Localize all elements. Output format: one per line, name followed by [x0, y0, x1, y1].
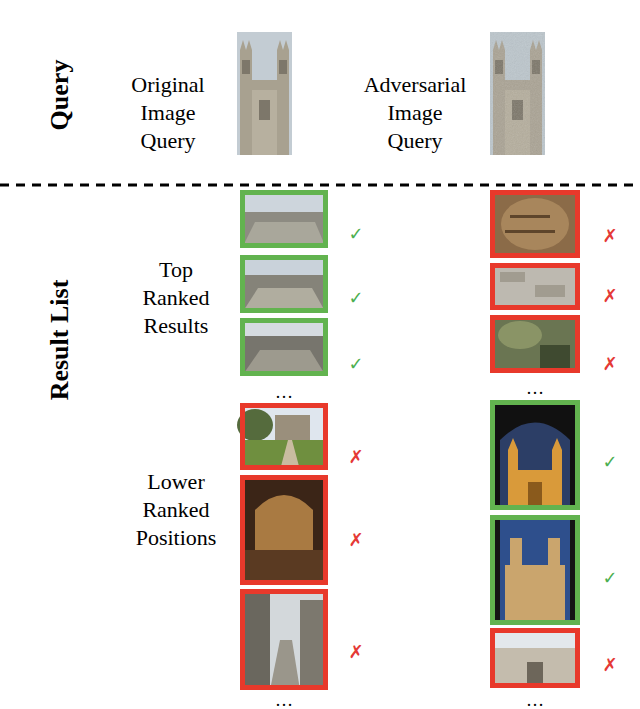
- result-photo: [237, 403, 328, 470]
- check-mark: ✓: [348, 289, 363, 307]
- building-window: [279, 60, 287, 74]
- result-photo: [490, 628, 580, 688]
- result-photo: [240, 475, 328, 585]
- photo-tower: [548, 538, 560, 568]
- query-photo: [237, 32, 292, 155]
- result-photo: [240, 318, 328, 376]
- cross-mark: ✗: [348, 643, 363, 661]
- check-mark: ✓: [602, 569, 617, 587]
- rank-caption: Lower Ranked Positions: [136, 468, 217, 552]
- photo-interior: [240, 475, 328, 585]
- result-photo: [490, 315, 580, 373]
- query-caption: Adversarial Image Query: [364, 71, 467, 155]
- irrelevant-border: [243, 478, 326, 583]
- photo-sky: [240, 255, 328, 313]
- photo-stone-texture: [501, 198, 569, 250]
- result-photo: [490, 190, 580, 258]
- result-photo: [490, 263, 580, 310]
- building-shape: [240, 40, 289, 155]
- relevant-border: [493, 403, 578, 508]
- building-facade: [252, 90, 277, 155]
- dashed-separator: [0, 184, 640, 187]
- photo-stone-line: [505, 230, 555, 233]
- photo-sky: [500, 423, 570, 511]
- photo-sky: [490, 515, 580, 625]
- rank-caption: Top Ranked Results: [142, 256, 209, 340]
- cross-mark: ✗: [602, 656, 617, 674]
- relevant-border: [493, 518, 578, 623]
- ellipsis: …: [275, 691, 293, 709]
- photo-sky: [490, 32, 545, 155]
- check-mark: ✓: [348, 225, 363, 243]
- photo-frame: [490, 400, 580, 510]
- cross-mark: ✗: [602, 227, 617, 245]
- adversarial-noise: [490, 32, 545, 155]
- photo-street: [270, 640, 300, 690]
- section-heading: Result List: [46, 280, 75, 401]
- ellipsis: …: [526, 691, 544, 709]
- result-photo: [240, 589, 328, 690]
- photo-buildings: [240, 336, 328, 376]
- irrelevant-border: [493, 266, 578, 308]
- section-heading: Query: [46, 60, 75, 131]
- cross-mark: ✗: [602, 355, 617, 373]
- result-photo: [240, 190, 328, 248]
- photo-sky: [240, 318, 328, 376]
- cross-mark: ✗: [348, 531, 363, 549]
- photo-buildings: [240, 212, 328, 248]
- cross-mark: ✗: [348, 448, 363, 466]
- ellipsis: …: [526, 379, 544, 397]
- photo-carving-detail: [500, 272, 525, 282]
- ellipsis: …: [275, 383, 293, 401]
- result-photo: [490, 400, 580, 510]
- photo-sky: [490, 628, 580, 688]
- result-photo: [490, 515, 580, 625]
- irrelevant-border: [243, 406, 326, 468]
- photo-shadow: [540, 345, 570, 370]
- photo-pews: [245, 550, 323, 585]
- irrelevant-border: [493, 631, 578, 686]
- cross-mark: ✗: [602, 287, 617, 305]
- relevant-border: [243, 193, 326, 246]
- photo-sky: [240, 589, 328, 690]
- photo-sky: [240, 190, 328, 248]
- irrelevant-border: [493, 318, 578, 371]
- relevant-border: [243, 258, 326, 311]
- irrelevant-border: [493, 193, 578, 256]
- check-mark: ✓: [602, 453, 617, 471]
- adversarial-query-photo: [490, 32, 545, 155]
- query-caption: Original Image Query: [131, 71, 204, 155]
- photo-carving-detail: [535, 285, 565, 297]
- check-mark: ✓: [348, 355, 363, 373]
- photo-stone: [490, 190, 580, 258]
- building-window: [242, 60, 250, 74]
- photo-stone-line: [510, 215, 550, 218]
- photo-garden: [490, 315, 580, 373]
- photo-building: [505, 565, 565, 625]
- relevant-border: [243, 321, 326, 374]
- photo-foliage: [498, 321, 542, 349]
- photo-tower: [510, 538, 522, 568]
- photo-building: [495, 648, 575, 688]
- photo-sky: [237, 32, 292, 155]
- photo-building: [508, 438, 562, 510]
- photo-carving: [490, 263, 580, 310]
- photo-buildings: [240, 275, 328, 313]
- irrelevant-border: [243, 592, 326, 688]
- photo-house: [275, 415, 310, 440]
- building-window: [259, 100, 270, 120]
- result-photo: [240, 255, 328, 313]
